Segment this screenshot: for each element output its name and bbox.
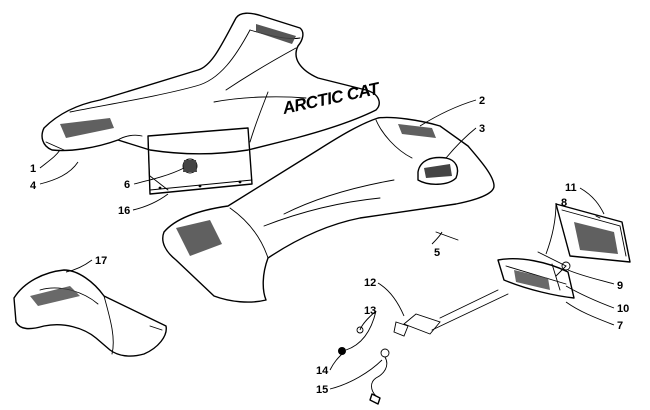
callout-1: 1 [30,163,36,175]
callout-8: 8 [561,197,567,209]
callout-4: 4 [30,180,37,192]
seat-assembly [41,12,380,155]
callout-14: 14 [316,365,329,377]
callout-6: 6 [124,179,130,191]
callout-16: 16 [118,205,130,217]
callout-9: 9 [617,280,623,292]
callout-7: 7 [617,320,623,332]
callout-2: 2 [479,95,485,107]
taillight-assembly [338,203,631,405]
callout-5: 5 [434,247,440,259]
callout-13: 13 [364,305,376,317]
seat-base-pan [147,127,253,195]
seat-cover [162,116,495,303]
brand-logo: ARCTIC CAT [280,79,382,119]
callout-15: 15 [316,384,328,396]
callout-17: 17 [95,255,107,267]
callout-3: 3 [479,123,485,135]
leader-lines [39,99,615,390]
callout-labels: 1 4 6 16 2 3 5 17 11 8 9 10 7 12 13 14 1… [30,95,629,396]
callout-11: 11 [565,182,577,194]
snow-flap [13,269,167,357]
callout-10: 10 [617,303,629,315]
callout-12: 12 [364,277,376,289]
